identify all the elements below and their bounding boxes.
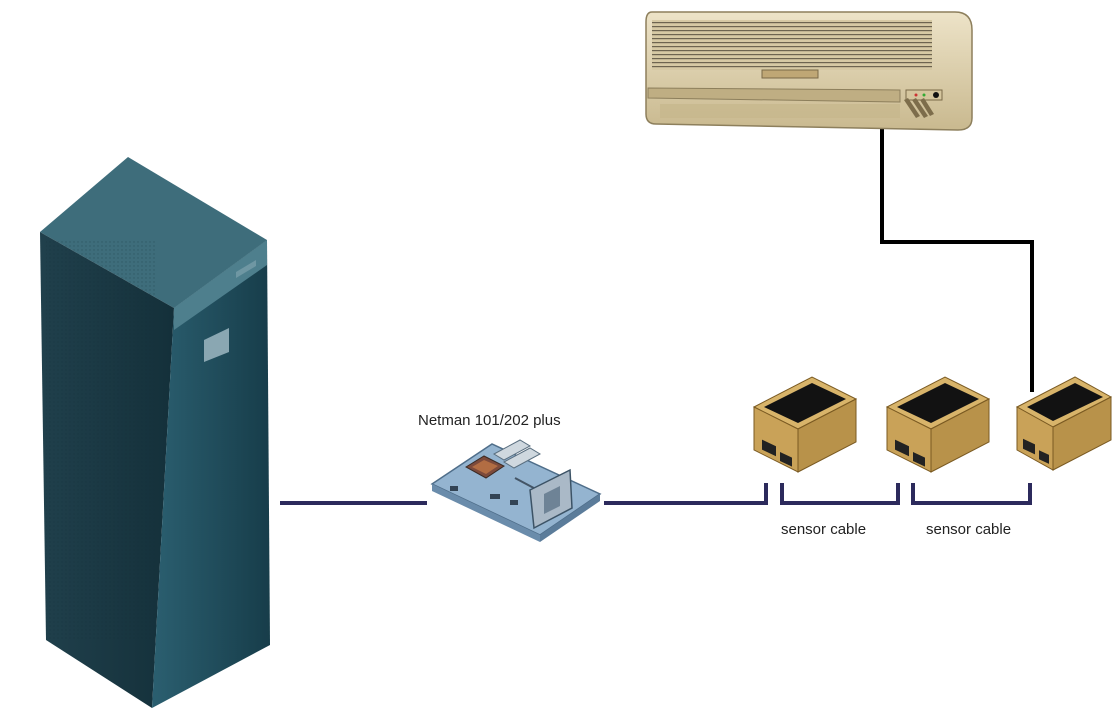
- sensor-box-icon: [752, 376, 858, 473]
- netman-label: Netman 101/202 plus: [418, 412, 561, 429]
- air-conditioner-icon: [645, 11, 973, 131]
- air-conditioner-cable: [880, 128, 1034, 392]
- sensor-cable-label-1: sensor cable: [781, 521, 866, 538]
- netman-card-icon: [430, 439, 602, 542]
- sensor-cable-bracket-2: [911, 483, 1032, 505]
- sensor-cable-bracket-1: [780, 483, 900, 505]
- sensor-box-icon: [885, 376, 991, 473]
- sensor-cable-label-2: sensor cable: [926, 521, 1011, 538]
- cable-netman-sensor: [604, 483, 768, 505]
- ups-cabinet-icon: [40, 157, 270, 708]
- sensor-box-icon: [1015, 376, 1112, 471]
